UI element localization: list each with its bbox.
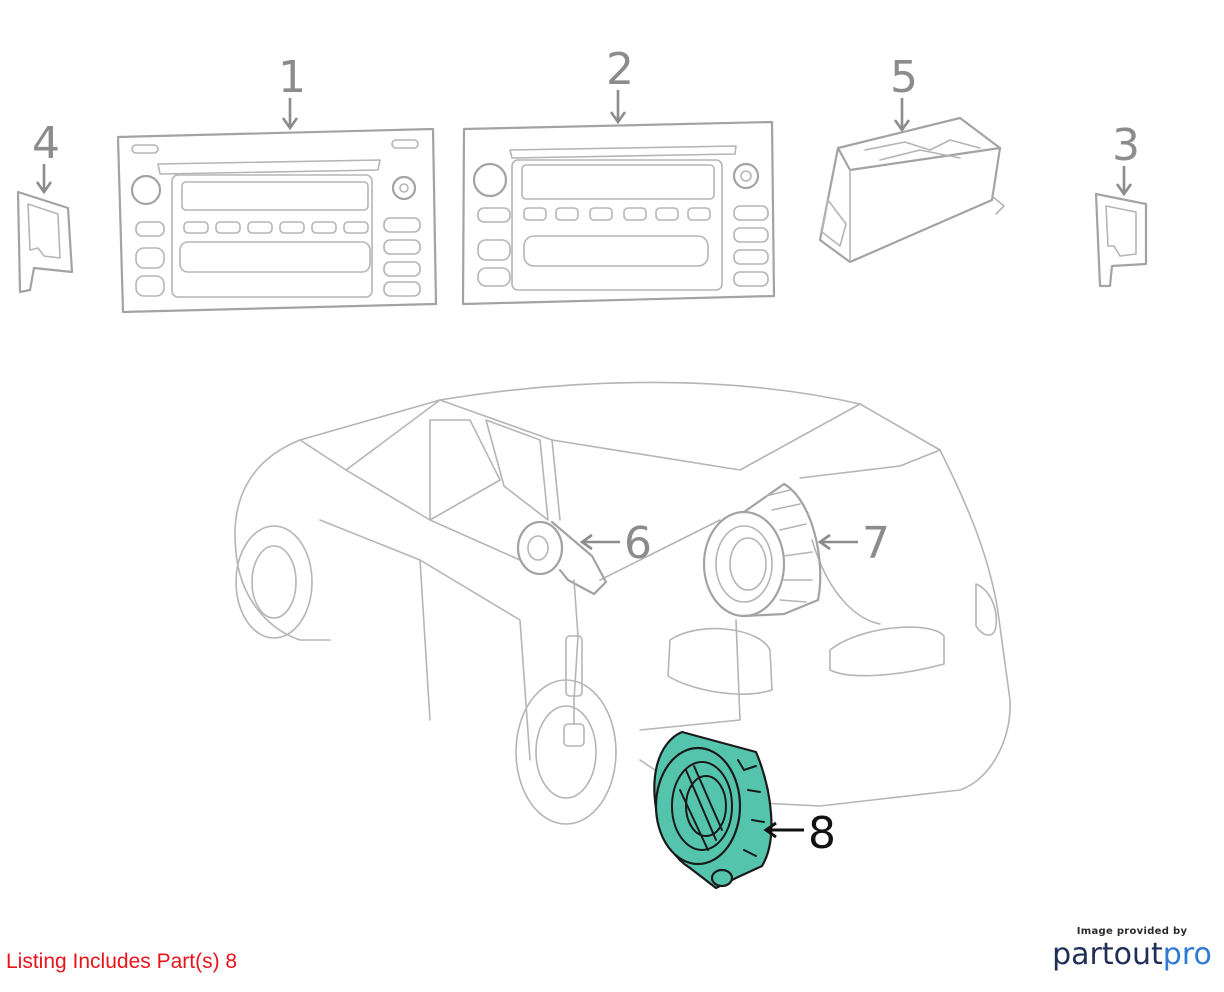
callout-3: 3 xyxy=(1112,120,1140,197)
svg-text:3: 3 xyxy=(1112,120,1140,171)
callout-1: 1 xyxy=(278,52,306,131)
image-credit: Image provided by partoutpro xyxy=(1052,926,1212,973)
partoutpro-logo: partoutpro xyxy=(1052,937,1212,973)
callout-6: 6 xyxy=(579,518,652,569)
svg-text:4: 4 xyxy=(32,118,60,169)
credit-caption: Image provided by xyxy=(1076,926,1188,937)
svg-text:7: 7 xyxy=(862,518,890,569)
svg-text:8: 8 xyxy=(808,808,836,859)
part-7-speaker[interactable] xyxy=(702,482,822,618)
brand-part2: pro xyxy=(1162,937,1212,972)
callout-5: 5 xyxy=(890,52,918,133)
callout-4: 4 xyxy=(32,118,60,195)
callout-8-highlighted: 8 xyxy=(763,808,836,859)
brand-part1: partout xyxy=(1052,937,1163,972)
part-2-radio-unit[interactable] xyxy=(461,120,776,306)
svg-text:6: 6 xyxy=(624,518,652,569)
part-3-bracket[interactable] xyxy=(1094,192,1148,288)
part-5-amplifier[interactable] xyxy=(818,116,1005,264)
callout-2: 2 xyxy=(606,44,634,125)
part-4-bracket[interactable] xyxy=(16,190,74,294)
part-8-speaker-highlighted[interactable] xyxy=(653,730,773,890)
listing-note: Listing Includes Part(s) 8 xyxy=(6,950,238,973)
svg-text:2: 2 xyxy=(606,44,634,95)
svg-text:5: 5 xyxy=(890,52,918,103)
part-1-radio-unit[interactable] xyxy=(116,127,438,314)
svg-text:1: 1 xyxy=(278,52,306,103)
callout-7: 7 xyxy=(817,518,890,569)
vehicle-outline xyxy=(234,381,1011,825)
part-6-cylinder[interactable] xyxy=(516,520,608,747)
